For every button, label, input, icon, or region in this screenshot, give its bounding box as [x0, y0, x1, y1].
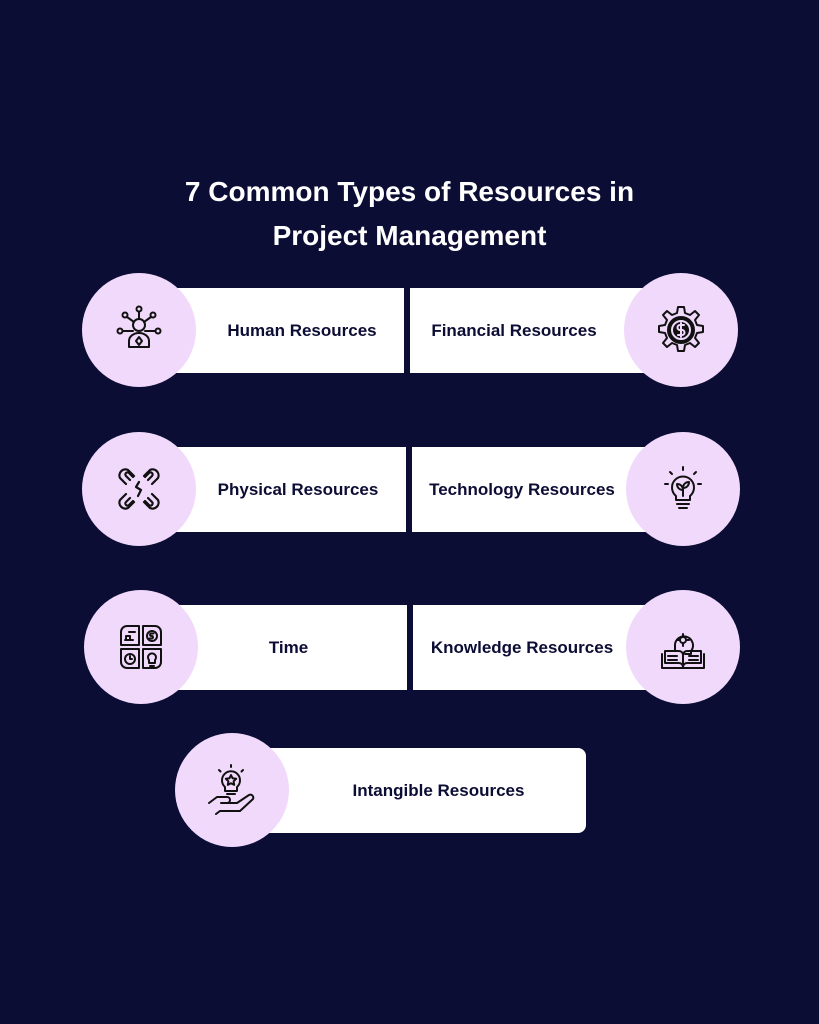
card-label: Intangible Resources [352, 780, 525, 800]
page-title: 7 Common Types of Resources in Project M… [0, 170, 819, 258]
hand-lightbulb-icon [208, 764, 255, 815]
circle-human-resources [82, 273, 196, 387]
broken-chain-icon [118, 468, 160, 510]
card-label: Knowledge Resources [430, 637, 614, 657]
dollar-gear-icon [658, 306, 704, 352]
circle-physical-resources [82, 432, 196, 546]
circle-financial-resources [624, 273, 738, 387]
card-knowledge-resources: Knowledge Resources [413, 605, 663, 690]
title-line-1: 7 Common Types of Resources in [184, 176, 635, 207]
circle-knowledge-resources [626, 590, 740, 704]
card-label: Technology Resources [429, 479, 615, 499]
card-financial-resources: Financial Resources [410, 288, 660, 373]
head-book-icon [661, 633, 705, 669]
circle-intangible-resources [175, 733, 289, 847]
card-technology-resources: Technology Resources [412, 447, 662, 532]
title-line-2: Project Management [272, 220, 547, 251]
card-label: Human Resources [227, 320, 377, 340]
human-network-icon [116, 305, 162, 348]
circle-technology-resources [626, 432, 740, 546]
card-label: Financial Resources [431, 320, 597, 340]
card-label: Time [268, 637, 309, 657]
card-intangible-resources: Intangible Resources [243, 748, 586, 833]
circle-time [84, 590, 198, 704]
time-money-grid-icon [120, 625, 162, 669]
lightbulb-plant-icon [664, 466, 702, 509]
card-label: Physical Resources [217, 479, 379, 499]
